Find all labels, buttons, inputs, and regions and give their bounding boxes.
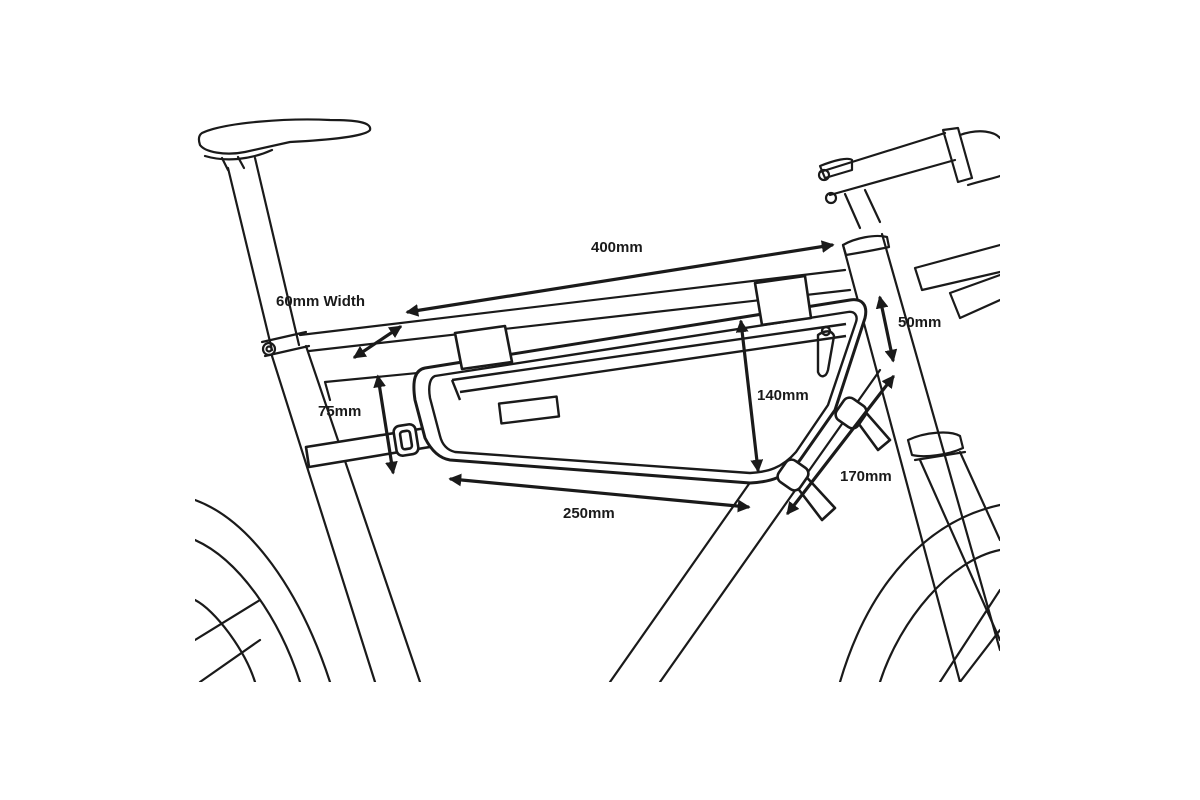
dim-arrow-front-height — [875, 295, 898, 363]
seatpost — [226, 156, 301, 352]
dim-arrow-bottom-length — [448, 473, 751, 513]
rear-wheel — [195, 498, 332, 682]
stem — [818, 131, 957, 197]
dim-arrow-width — [352, 325, 403, 359]
label-bottom-length: 250mm — [563, 505, 615, 522]
dim-arrow-rear-height — [373, 374, 398, 475]
dim-arrow-down-length — [786, 374, 895, 516]
label-front-height: 50mm — [898, 314, 941, 331]
brake-lever — [913, 243, 1000, 292]
seat-tube — [270, 344, 422, 682]
zipper-pull — [816, 330, 836, 378]
handlebar — [958, 130, 1000, 187]
top-strap-rear — [453, 324, 514, 371]
fork — [918, 450, 1000, 642]
dim-arrow-max-height — [735, 319, 764, 473]
dim-arrow-top-length — [405, 240, 835, 317]
frame-bag — [412, 274, 868, 485]
saddle — [197, 118, 372, 155]
label-patch — [497, 395, 561, 425]
label-max-height: 140mm — [757, 387, 809, 404]
zipper — [451, 322, 847, 394]
label-width: 60mm Width — [276, 293, 365, 310]
dimension-arrows — [352, 240, 898, 516]
label-top-length: 400mm — [591, 239, 643, 256]
front-wheel — [838, 503, 1000, 682]
label-rear-height: 75mm — [318, 403, 361, 420]
label-down-length: 170mm — [840, 468, 892, 485]
top-strap-front — [753, 274, 813, 327]
